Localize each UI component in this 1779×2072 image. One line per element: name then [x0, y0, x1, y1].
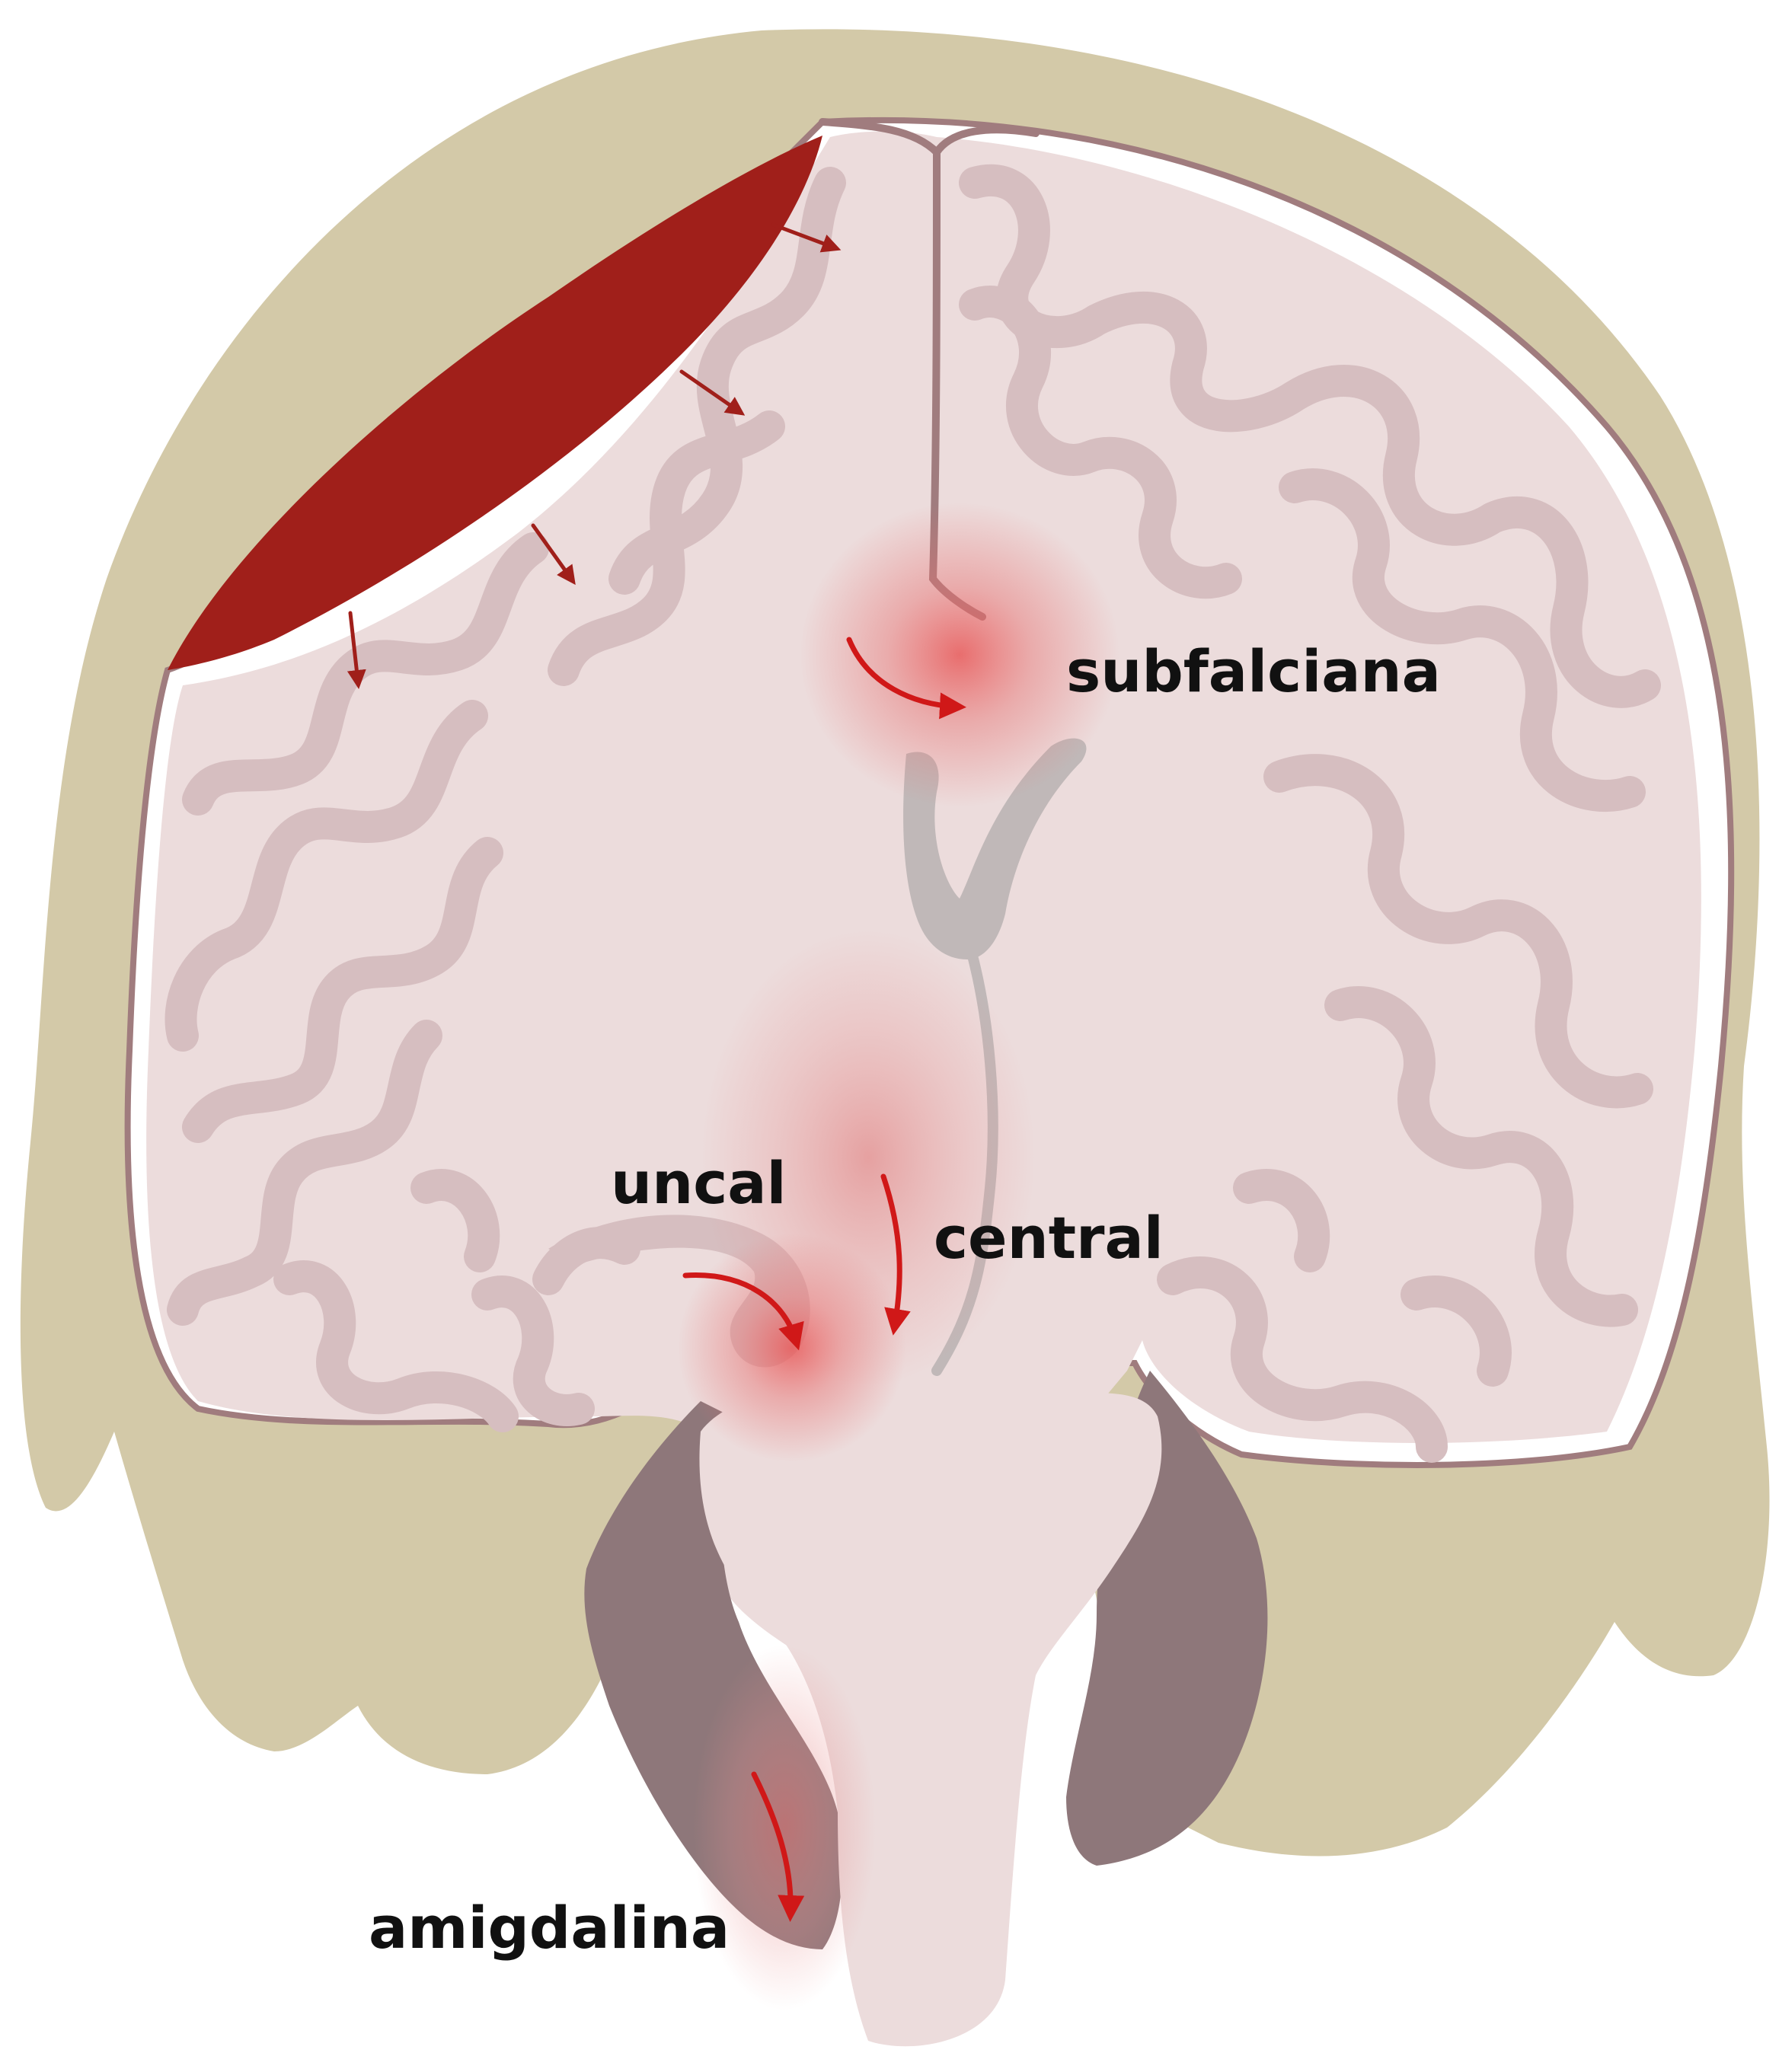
uncal-label: uncal	[611, 1154, 787, 1212]
central-label: central	[934, 1209, 1164, 1267]
uncal-herniation-glow	[678, 1234, 906, 1462]
tonsillar-label: amigdalina	[369, 1899, 730, 1957]
subfalcine-label: subfalciana	[1066, 643, 1441, 701]
